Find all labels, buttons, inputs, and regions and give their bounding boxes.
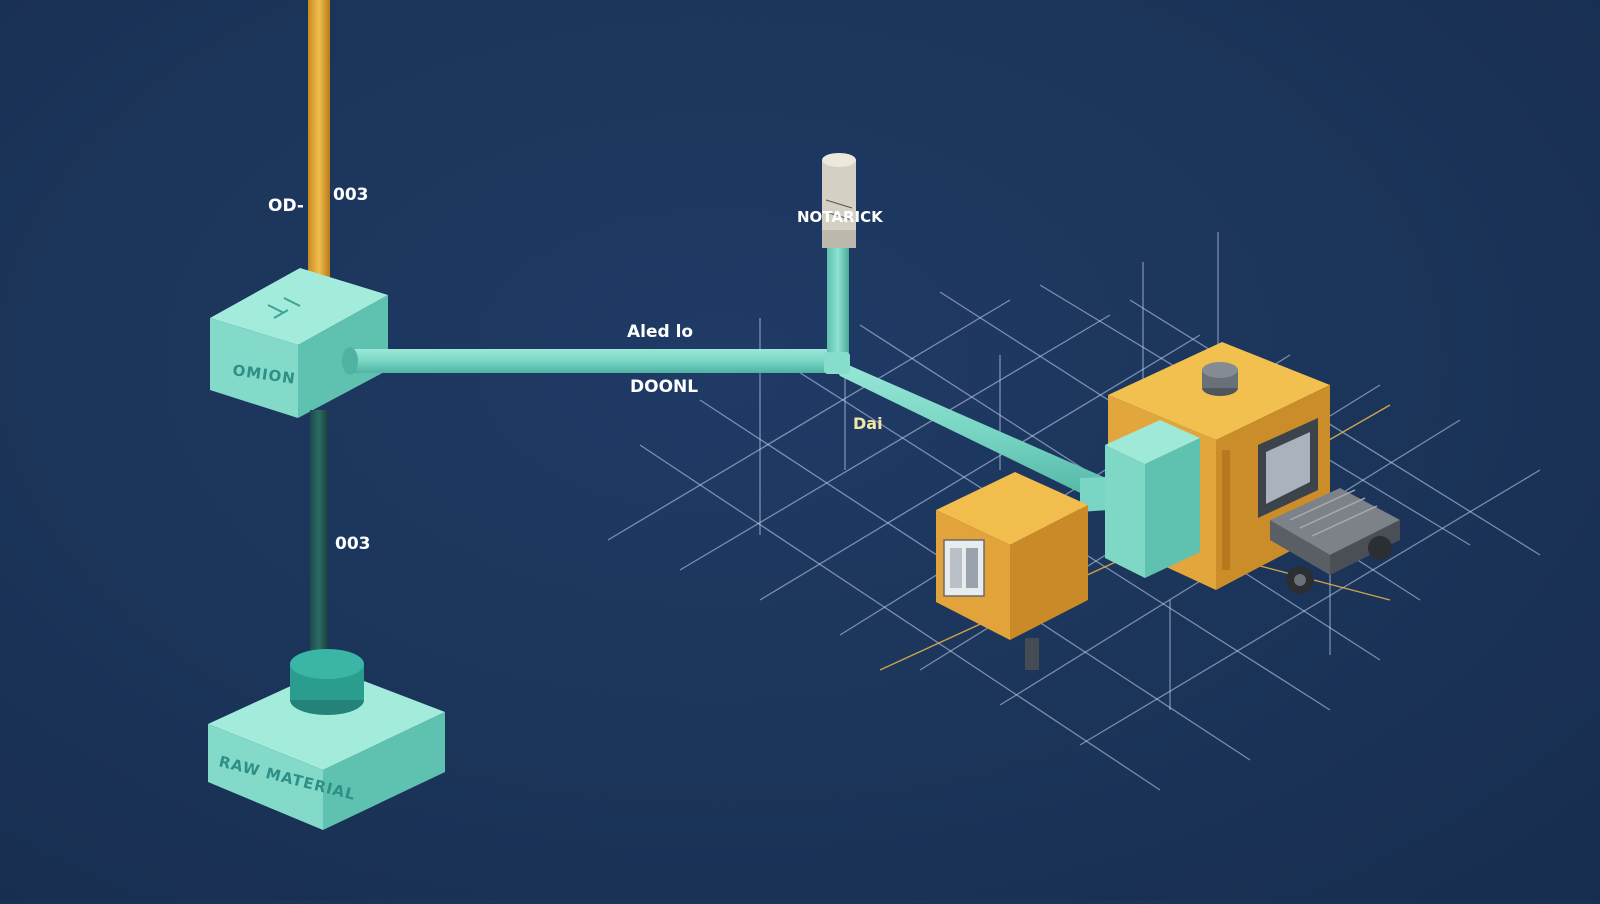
diagonal-pipe [828,356,1115,505]
sensor-cylinder [822,153,856,248]
label-diagonal-pipe: Dai [853,414,883,433]
main-pipe [342,347,834,375]
label-top-left-a: OD- [268,196,304,216]
label-pipe-bottom: DOONL [630,377,698,397]
machine-cart [1270,488,1400,594]
label-sensor: NOTARICK [797,208,884,226]
base-block: RAW MATERIAL [208,649,445,830]
gold-pole [308,0,330,288]
label-pipe-top: Aled lo [627,322,693,342]
label-mid-pipe: 003 [335,534,371,554]
elbow-joint [824,352,850,374]
sensor-riser-pipe [827,246,849,362]
dark-pole [310,410,328,660]
label-top-left-b: 003 [333,185,369,205]
small-gold-unit [936,472,1088,670]
hub-block: OMION [210,268,388,418]
